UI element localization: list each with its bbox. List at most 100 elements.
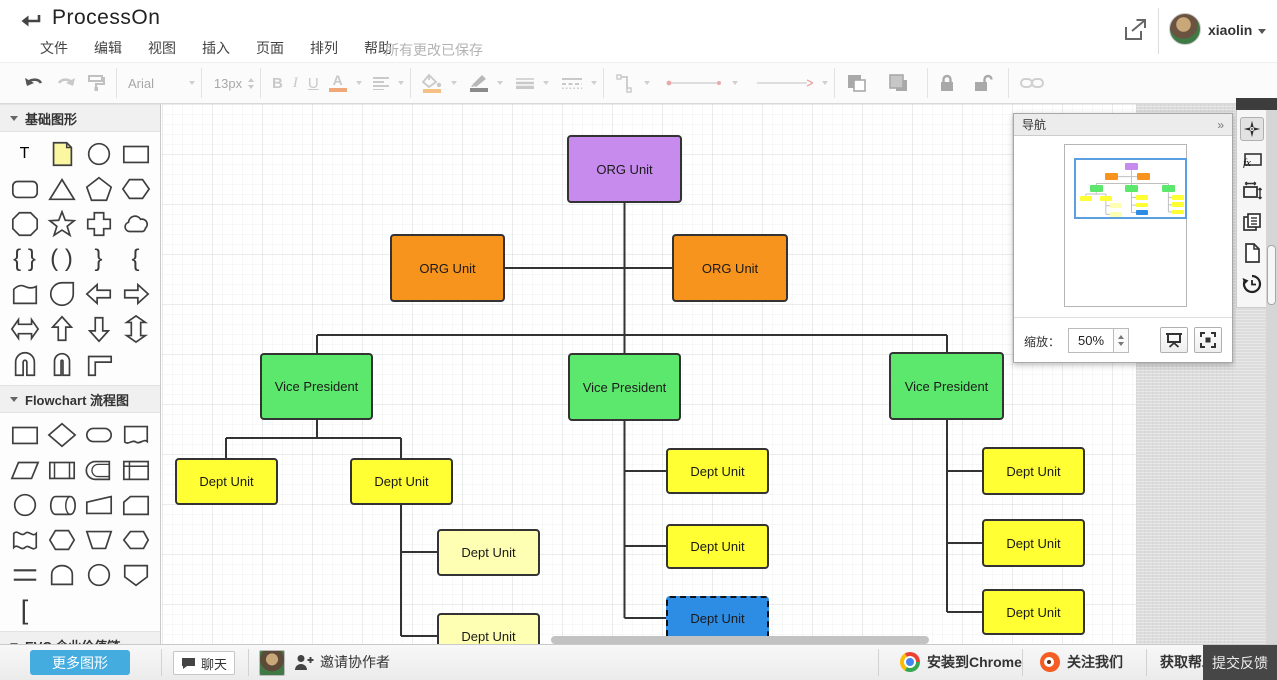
org-chart-node-selected[interactable]: Dept Unit bbox=[666, 596, 769, 641]
shape-cloud-icon[interactable] bbox=[117, 207, 154, 240]
shape-flag-icon[interactable] bbox=[6, 277, 43, 310]
menu-item[interactable]: 编辑 bbox=[94, 40, 122, 56]
shape-triangle-icon[interactable] bbox=[43, 172, 80, 205]
shape-u-turn-arrow-narrow-icon[interactable] bbox=[43, 347, 80, 380]
underline-button[interactable]: U bbox=[307, 74, 319, 92]
vertical-scrollbar-track[interactable] bbox=[1266, 110, 1277, 644]
shape-arrow-right-icon[interactable] bbox=[117, 277, 154, 310]
duplicate-page-icon[interactable] bbox=[1240, 210, 1264, 234]
zoom-input[interactable] bbox=[1068, 328, 1114, 353]
line-style-button[interactable] bbox=[557, 68, 587, 98]
presentation-mode-button[interactable] bbox=[1160, 327, 1188, 353]
feedback-button[interactable]: 提交反馈 bbox=[1203, 645, 1277, 680]
install-chrome-button[interactable]: 安装到Chrome bbox=[900, 652, 1022, 672]
shape-data-icon[interactable] bbox=[6, 453, 43, 486]
shape-manual-input-icon[interactable] bbox=[80, 488, 117, 521]
shape-arrow-up-down-icon[interactable] bbox=[117, 312, 154, 345]
shape-stored-data-icon[interactable] bbox=[43, 558, 80, 591]
shape-predefined-process-icon[interactable] bbox=[43, 453, 80, 486]
shape-off-page-connector-icon[interactable] bbox=[117, 558, 154, 591]
shape-process-icon[interactable] bbox=[6, 418, 43, 451]
shape-direct-data-icon[interactable] bbox=[43, 488, 80, 521]
shape-sticky-note-icon[interactable] bbox=[43, 137, 80, 170]
shape-bracket-icon[interactable]: [ bbox=[20, 594, 29, 625]
back-arrow-icon[interactable] bbox=[18, 10, 44, 34]
get-help-button[interactable]: 获取帮助 bbox=[1160, 654, 1216, 670]
zoom-stepper[interactable] bbox=[1114, 328, 1129, 353]
org-chart-node[interactable]: Dept Unit bbox=[982, 447, 1085, 495]
page-size-icon[interactable] bbox=[1240, 179, 1264, 203]
shape-arrow-up-icon[interactable] bbox=[43, 312, 80, 345]
menu-item[interactable]: 插入 bbox=[202, 40, 230, 56]
send-to-back-button[interactable] bbox=[883, 68, 915, 98]
org-chart-node[interactable]: Vice President bbox=[568, 353, 681, 421]
follow-us-button[interactable]: 关注我们 bbox=[1040, 652, 1123, 672]
shape-star-icon[interactable] bbox=[43, 207, 80, 240]
menu-item[interactable]: 帮助 bbox=[364, 40, 392, 56]
more-shapes-button[interactable]: 更多图形 bbox=[30, 650, 130, 675]
font-family-select[interactable]: Arial bbox=[123, 68, 185, 98]
shape-corner-arrow-icon[interactable] bbox=[80, 347, 117, 380]
collaborator-avatar[interactable] bbox=[259, 650, 285, 676]
org-chart-node[interactable]: Dept Unit bbox=[666, 524, 769, 569]
menu-item[interactable]: 视图 bbox=[148, 40, 176, 56]
org-chart-node[interactable]: Vice President bbox=[260, 353, 373, 420]
shape-delay-icon[interactable] bbox=[80, 453, 117, 486]
shape-u-turn-arrow-icon[interactable] bbox=[6, 347, 43, 380]
shape-section-header[interactable]: 基础图形 bbox=[0, 104, 160, 132]
connector-type-button[interactable] bbox=[610, 68, 640, 98]
shape-cross-icon[interactable] bbox=[80, 207, 117, 240]
bold-button[interactable]: B bbox=[272, 74, 283, 92]
new-page-icon[interactable] bbox=[1240, 241, 1264, 265]
shape-brace-right-icon[interactable]: } bbox=[94, 244, 103, 272]
shape-pentagon-icon[interactable] bbox=[80, 172, 117, 205]
shape-document-icon[interactable] bbox=[117, 418, 154, 451]
line-end-style-button[interactable] bbox=[750, 68, 818, 98]
shape-terminator-icon[interactable] bbox=[80, 418, 117, 451]
collapse-panel-icon[interactable]: » bbox=[1217, 117, 1224, 132]
navigation-toggle-icon[interactable] bbox=[1239, 117, 1264, 141]
chat-button[interactable]: 聊天 bbox=[173, 651, 235, 675]
invite-collaborator-button[interactable]: 邀请协作者 bbox=[294, 652, 390, 672]
shape-connector-icon[interactable] bbox=[6, 488, 43, 521]
formula-panel-icon[interactable]: fx bbox=[1240, 148, 1264, 172]
shape-rounded-rectangle-icon[interactable] bbox=[6, 172, 43, 205]
org-chart-node[interactable]: Dept Unit bbox=[350, 458, 453, 505]
format-painter-button[interactable] bbox=[82, 68, 110, 98]
shape-display-icon[interactable] bbox=[117, 523, 154, 556]
fit-to-screen-button[interactable] bbox=[1194, 327, 1222, 353]
org-chart-node[interactable]: ORG Unit bbox=[390, 234, 505, 302]
shape-circle-icon[interactable] bbox=[80, 137, 117, 170]
shape-preparation-icon[interactable] bbox=[43, 523, 80, 556]
shape-section-header[interactable]: EVC 企业价值链 bbox=[0, 631, 160, 644]
user-avatar[interactable] bbox=[1169, 13, 1201, 45]
lock-button[interactable] bbox=[934, 68, 960, 98]
username[interactable]: xiaolin bbox=[1208, 22, 1253, 38]
org-chart-node[interactable]: Dept Unit bbox=[437, 529, 540, 576]
minimap-viewport[interactable] bbox=[1074, 158, 1187, 219]
shape-brace-left-icon[interactable]: { bbox=[131, 244, 140, 272]
italic-button[interactable]: I bbox=[292, 74, 298, 91]
shape-section-header[interactable]: Flowchart 流程图 bbox=[0, 385, 160, 413]
org-chart-node[interactable]: Dept Unit bbox=[437, 613, 540, 644]
vertical-scrollbar-thumb[interactable] bbox=[1267, 245, 1276, 305]
hyperlink-button[interactable] bbox=[1015, 68, 1049, 98]
org-chart-node[interactable]: Dept Unit bbox=[666, 448, 769, 494]
menu-item[interactable]: 页面 bbox=[256, 40, 284, 56]
org-chart-node[interactable]: Vice President bbox=[889, 352, 1004, 420]
shape-hexagon-icon[interactable] bbox=[117, 172, 154, 205]
shape-internal-storage-icon[interactable] bbox=[117, 453, 154, 486]
share-icon[interactable] bbox=[1122, 18, 1148, 42]
shape-card-icon[interactable] bbox=[117, 488, 154, 521]
font-color-button[interactable]: A bbox=[324, 68, 352, 98]
shape-arrow-down-icon[interactable] bbox=[80, 312, 117, 345]
shape-text-icon[interactable]: T bbox=[19, 144, 30, 162]
shape-brace-pair-icon[interactable]: { } bbox=[13, 244, 36, 272]
org-chart-node[interactable]: Dept Unit bbox=[982, 589, 1085, 635]
unlock-button[interactable] bbox=[968, 68, 998, 98]
line-width-button[interactable] bbox=[511, 68, 539, 98]
line-color-button[interactable] bbox=[465, 68, 493, 98]
shape-manual-operation-icon[interactable] bbox=[80, 523, 117, 556]
shape-octagon-icon[interactable] bbox=[6, 207, 43, 240]
